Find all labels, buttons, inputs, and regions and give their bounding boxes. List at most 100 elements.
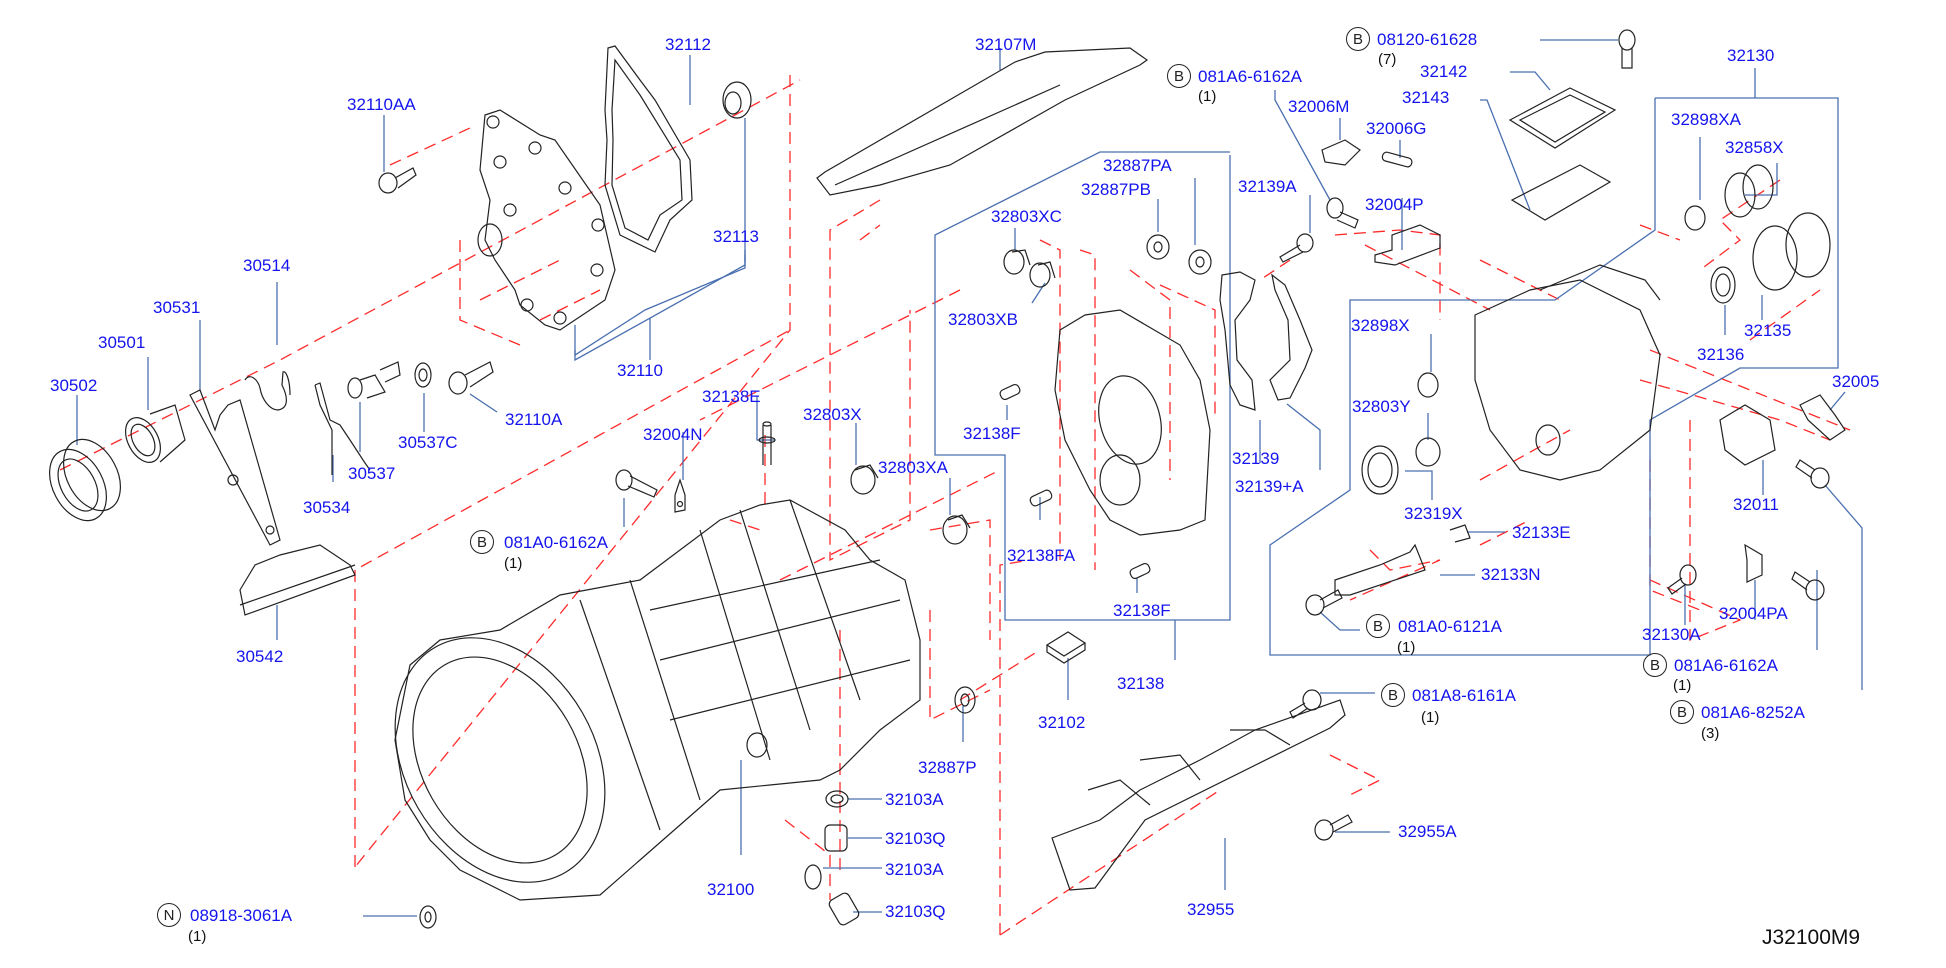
- label-32135[interactable]: 32135: [1744, 321, 1792, 340]
- part-32803XB-bushing[interactable]: [1029, 261, 1056, 288]
- part-30537C-washer[interactable]: [414, 362, 432, 388]
- part-32107M-rail[interactable]: [816, 47, 1149, 196]
- part-32103Q-plug-a[interactable]: [824, 824, 848, 852]
- part-32133E-clip[interactable]: [1449, 524, 1471, 543]
- part-32133N-lever[interactable]: [1334, 543, 1426, 596]
- part-32103A-washer-b[interactable]: [804, 864, 822, 890]
- part-32887PA-bushing[interactable]: [1188, 249, 1212, 275]
- part-32887PB-bushing[interactable]: [1146, 234, 1170, 260]
- part-32130A-bolt[interactable]: [1667, 564, 1697, 595]
- part-32955A-bolt[interactable]: [1314, 814, 1353, 841]
- label-32102[interactable]: 32102: [1038, 713, 1086, 732]
- part-081A0-6162A-bolt[interactable]: [615, 469, 658, 498]
- part-30514-clip[interactable]: [244, 371, 291, 411]
- part-32130-extension-housing[interactable]: [1474, 264, 1661, 481]
- label-32803XB[interactable]: 32803XB: [948, 310, 1018, 329]
- part-32110AA-bolt[interactable]: [378, 167, 417, 194]
- fastener-part-number[interactable]: 081A0-6121A: [1398, 617, 1502, 636]
- label-32113[interactable]: 32113: [713, 227, 760, 246]
- label-32143[interactable]: 32143: [1402, 88, 1450, 107]
- fastener-part-number[interactable]: 081A6-6162A: [1198, 67, 1302, 86]
- part-30502-seal[interactable]: [38, 430, 132, 531]
- part-32004P-bracket[interactable]: [1374, 224, 1441, 266]
- label-32100[interactable]: 32100: [707, 880, 755, 899]
- label-32138F-a[interactable]: 32138F: [963, 424, 1021, 443]
- part-32319X-bearing[interactable]: [1361, 445, 1399, 495]
- label-32005[interactable]: 32005: [1832, 372, 1880, 391]
- part-32103A-washer-a[interactable]: [825, 790, 849, 808]
- label-32004PA[interactable]: 32004PA: [1719, 604, 1788, 623]
- label-32803XA[interactable]: 32803XA: [878, 458, 948, 477]
- label-32136[interactable]: 32136: [1697, 345, 1745, 364]
- label-32004P[interactable]: 32004P: [1365, 195, 1424, 214]
- part-32136-seal[interactable]: [1710, 266, 1736, 304]
- label-30534[interactable]: 30534: [303, 498, 351, 517]
- label-32103Q-b[interactable]: 32103Q: [885, 902, 946, 921]
- part-32112-gasket[interactable]: [604, 45, 693, 253]
- label-32139[interactable]: 32139: [1232, 449, 1280, 468]
- part-32142-cover[interactable]: [1508, 87, 1617, 149]
- part-32110-cover[interactable]: [477, 109, 616, 331]
- label-30531[interactable]: 30531: [153, 298, 201, 317]
- label-32138FA[interactable]: 32138FA: [1007, 546, 1076, 565]
- label-32107M[interactable]: 32107M: [975, 35, 1037, 54]
- label-32898XA[interactable]: 32898XA: [1671, 110, 1741, 129]
- label-32139A[interactable]: 32139A: [1238, 177, 1297, 196]
- part-32113-seal[interactable]: [722, 81, 752, 119]
- part-32803Y-bushing[interactable]: [1415, 437, 1441, 467]
- part-32898XA-bushing[interactable]: [1684, 205, 1706, 231]
- fastener-part-number[interactable]: 081A6-8252A: [1701, 703, 1805, 722]
- part-32135-sleeve[interactable]: [1752, 212, 1831, 291]
- label-32858X[interactable]: 32858X: [1725, 138, 1784, 157]
- fastener-part-number[interactable]: 081A6-6162A: [1674, 656, 1778, 675]
- label-30502[interactable]: 30502: [50, 376, 98, 395]
- fastener-part-number[interactable]: 08918-3061A: [190, 906, 293, 925]
- part-30534-spring[interactable]: [314, 382, 371, 475]
- label-32133E[interactable]: 32133E: [1512, 523, 1571, 542]
- part-32005-switch[interactable]: [1799, 394, 1846, 441]
- label-32110AA[interactable]: 32110AA: [347, 95, 416, 114]
- part-32006G-pin[interactable]: [1381, 151, 1413, 168]
- label-32103A-b[interactable]: 32103A: [885, 860, 944, 879]
- label-32138[interactable]: 32138: [1117, 674, 1165, 693]
- label-32803X[interactable]: 32803X: [803, 405, 862, 424]
- part-32898X-bushing[interactable]: [1417, 372, 1439, 398]
- fastener-part-number[interactable]: 081A8-6161A: [1412, 686, 1516, 705]
- label-32139-plus-A[interactable]: 32139+A: [1235, 477, 1304, 496]
- part-32803XC-bushing[interactable]: [1003, 249, 1031, 275]
- part-32803XA-bushing[interactable]: [942, 514, 971, 545]
- label-32803Y[interactable]: 32803Y: [1352, 397, 1411, 416]
- label-32887PB[interactable]: 32887PB: [1081, 180, 1151, 199]
- label-32110A[interactable]: 32110A: [505, 410, 563, 429]
- part-081A8-6161A-bolt[interactable]: [1289, 689, 1322, 719]
- label-32803XC[interactable]: 32803XC: [991, 207, 1062, 226]
- part-32103Q-plug-b[interactable]: [827, 891, 860, 926]
- part-08120-61628-bolt[interactable]: [1618, 29, 1636, 69]
- label-32898X[interactable]: 32898X: [1351, 316, 1410, 335]
- label-30542[interactable]: 30542: [236, 647, 284, 666]
- label-32112[interactable]: 32112: [665, 35, 712, 54]
- label-32955[interactable]: 32955: [1187, 900, 1235, 919]
- part-32138F-pin-a[interactable]: [999, 383, 1021, 401]
- part-32803X-bushing[interactable]: [850, 464, 879, 495]
- part-32139-plus-A-gasket[interactable]: [1269, 273, 1313, 401]
- part-081A6-8252A-bolt[interactable]: [1795, 459, 1830, 489]
- label-30514[interactable]: 30514: [243, 256, 291, 275]
- part-30537-pivot[interactable]: [347, 361, 401, 399]
- part-081A6-6162A-bolt-top[interactable]: [1326, 197, 1359, 229]
- part-30542-boot[interactable]: [239, 544, 356, 616]
- part-32138-adapter-plate[interactable]: [1054, 309, 1211, 536]
- part-32858X-seal[interactable]: [1724, 164, 1774, 218]
- label-32130A[interactable]: 32130A: [1642, 625, 1701, 644]
- label-32955A[interactable]: 32955A: [1398, 822, 1457, 841]
- part-32887P-bushing[interactable]: [954, 686, 976, 714]
- label-30501[interactable]: 30501: [98, 333, 146, 352]
- part-32110A-bolt[interactable]: [448, 361, 494, 395]
- part-32138FA-pin[interactable]: [1029, 489, 1053, 507]
- label-32006G[interactable]: 32006G: [1366, 119, 1427, 138]
- fastener-part-number[interactable]: 081A0-6162A: [504, 533, 608, 552]
- label-32138E[interactable]: 32138E: [702, 387, 761, 406]
- label-32011[interactable]: 32011: [1733, 495, 1780, 514]
- fastener-part-number[interactable]: 08120-61628: [1377, 30, 1478, 49]
- label-32130[interactable]: 32130: [1727, 46, 1775, 65]
